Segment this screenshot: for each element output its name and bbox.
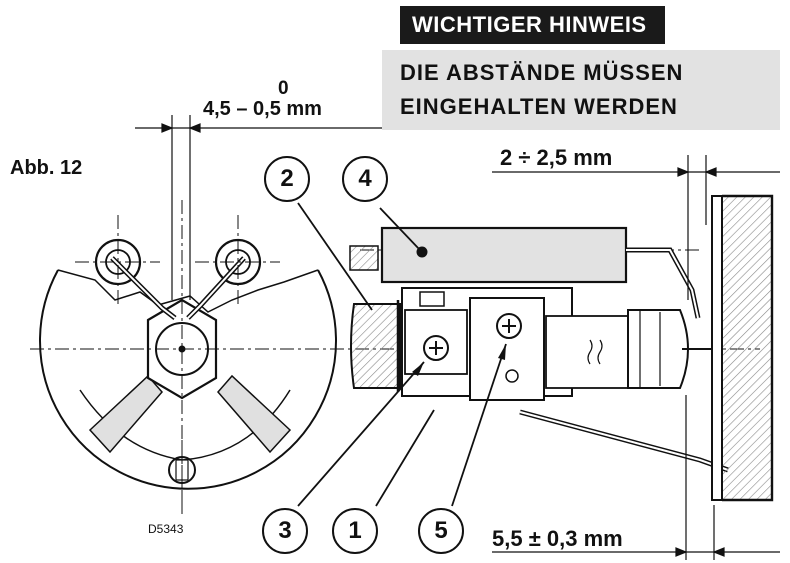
tolerance-dimension: 4,5 – 0,5 mm	[203, 98, 322, 120]
front-view	[39, 238, 337, 490]
notice-line-1: DIE ABSTÄNDE MÜSSEN	[400, 60, 684, 85]
notice-title: WICHTIGER HINWEIS	[400, 6, 665, 44]
drawing-code: D5343	[148, 522, 184, 536]
figure-label: Abb. 12	[10, 157, 83, 179]
gap-dimension-label: 2 ÷ 2,5 mm	[500, 145, 613, 170]
callout-5: 5	[418, 508, 464, 554]
notice-box	[382, 50, 780, 130]
side-dimensions	[492, 155, 780, 560]
distance-dimension-label: 5,5 ± 0,3 mm	[492, 526, 623, 551]
notice-line-2: EINGEHALTEN WERDEN	[400, 94, 678, 119]
callout-3: 3	[262, 508, 308, 554]
leader-arrows	[412, 344, 506, 376]
leader-lines	[297, 202, 507, 507]
tolerance-upper: 0	[278, 78, 289, 99]
callout-4: 4	[342, 156, 388, 202]
callout-1: 1	[332, 508, 378, 554]
callout-2: 2	[264, 156, 310, 202]
diffuser-disc	[39, 269, 337, 490]
gap-dimension-front	[135, 115, 390, 300]
side-view	[349, 194, 774, 502]
